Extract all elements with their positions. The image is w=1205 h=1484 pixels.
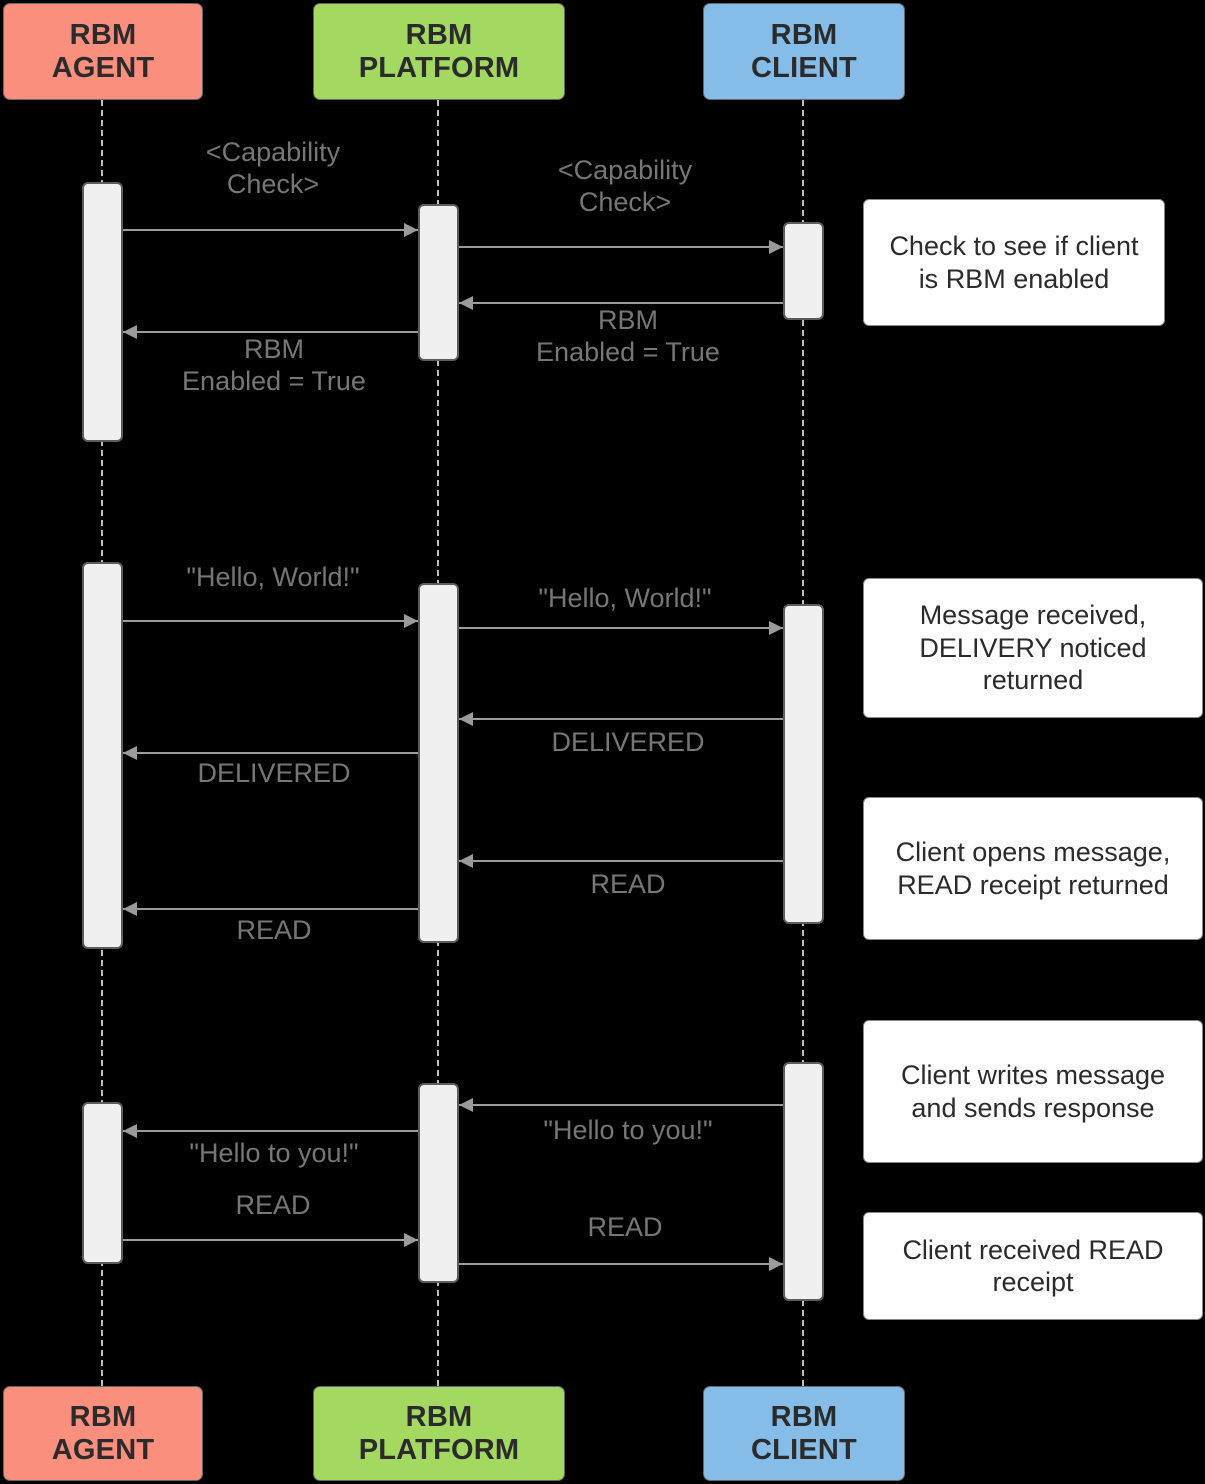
message-label-m3: RBM Enabled = True — [536, 305, 720, 367]
message-label-m6: "Hello, World!" — [538, 583, 712, 613]
message-arrowhead-m8 — [122, 746, 137, 760]
note-n3: Client opens message, READ receipt retur… — [863, 797, 1203, 940]
message-line-m4 — [122, 331, 418, 333]
activation-bar-client-5 — [782, 604, 824, 924]
activation-bar-platform-1 — [417, 204, 459, 361]
message-label-m9: READ — [590, 869, 666, 899]
message-line-m13 — [122, 1239, 418, 1241]
message-arrowhead-m9 — [458, 854, 473, 868]
activation-bar-agent-3 — [81, 562, 123, 949]
note-n5: Client received READ receipt — [863, 1212, 1203, 1320]
message-arrowhead-m11 — [458, 1098, 473, 1112]
message-label-m10: READ — [236, 915, 312, 945]
message-arrowhead-m13 — [403, 1233, 418, 1247]
message-label-m13: READ — [235, 1190, 311, 1220]
message-line-m6 — [458, 627, 783, 629]
actor-header-platform-line2: PLATFORM — [358, 51, 520, 84]
message-line-m2 — [458, 246, 783, 248]
message-arrowhead-m10 — [122, 902, 137, 916]
message-line-m14 — [458, 1263, 783, 1265]
activation-bar-agent-8 — [81, 1102, 123, 1264]
actor-header-platform-line1: RBM — [405, 18, 473, 51]
actor-header-client-line2: CLIENT — [751, 51, 857, 84]
message-arrowhead-m2 — [768, 240, 783, 254]
activation-bar-platform-4 — [417, 583, 459, 943]
message-label-m7: DELIVERED — [551, 727, 705, 757]
message-label-m11: "Hello to you!" — [543, 1115, 713, 1145]
note-n2: Message received, DELIVERY noticed retur… — [863, 578, 1203, 718]
actor-header-client-line1: RBM — [770, 18, 838, 51]
message-arrowhead-m12 — [122, 1124, 137, 1138]
message-arrowhead-m7 — [458, 712, 473, 726]
message-line-m3 — [458, 302, 783, 304]
note-n1: Check to see if client is RBM enabled — [863, 199, 1165, 326]
activation-bar-agent-0 — [81, 182, 123, 442]
message-line-m8 — [122, 752, 418, 754]
message-arrowhead-m4 — [122, 325, 137, 339]
actor-footer-platform-line2: PLATFORM — [358, 1433, 520, 1466]
message-line-m9 — [458, 860, 783, 862]
actor-header-agent-line2: AGENT — [51, 51, 155, 84]
message-label-m1: <Capability Check> — [205, 137, 341, 199]
actor-footer-platform-line1: RBM — [405, 1400, 473, 1433]
activation-bar-client-6 — [782, 1062, 824, 1301]
actor-footer-client-line2: CLIENT — [751, 1433, 857, 1466]
actor-header-agent-line1: RBM — [69, 18, 137, 51]
message-line-m5 — [122, 620, 418, 622]
activation-bar-client-2 — [782, 222, 824, 320]
message-label-m8: DELIVERED — [197, 758, 351, 788]
note-n4: Client writes message and sends response — [863, 1020, 1203, 1163]
message-label-m2: <Capability Check> — [557, 155, 693, 217]
message-line-m10 — [122, 908, 418, 910]
message-label-m12: "Hello to you!" — [189, 1138, 359, 1168]
message-arrowhead-m14 — [768, 1257, 783, 1271]
actor-footer-agent-line2: AGENT — [51, 1433, 155, 1466]
message-arrowhead-m5 — [403, 614, 418, 628]
message-line-m11 — [458, 1104, 783, 1106]
actor-footer-client-line1: RBM — [770, 1400, 838, 1433]
message-arrowhead-m6 — [768, 621, 783, 635]
message-label-m5: "Hello, World!" — [186, 562, 360, 592]
activation-bar-platform-7 — [417, 1083, 459, 1283]
actor-footer-agent-line1: RBM — [69, 1400, 137, 1433]
message-line-m1 — [122, 229, 418, 231]
message-arrowhead-m1 — [403, 223, 418, 237]
message-line-m12 — [122, 1130, 418, 1132]
message-label-m14: READ — [587, 1212, 663, 1242]
message-arrowhead-m3 — [458, 296, 473, 310]
message-line-m7 — [458, 718, 783, 720]
message-label-m4: RBM Enabled = True — [182, 334, 366, 396]
